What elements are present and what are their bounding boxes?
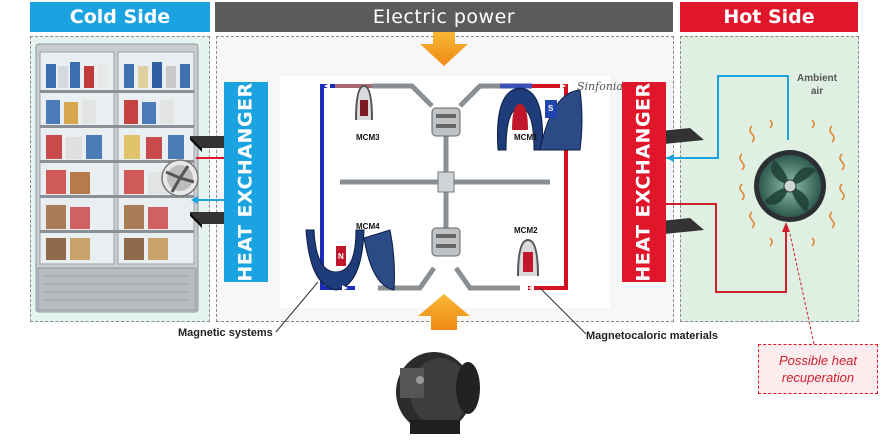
magnetocaloric-materials-callout: Magnetocaloric materials (586, 330, 719, 342)
ambient-air-label-line1: Ambient (797, 73, 837, 84)
ambient-air-label: Ambient air (782, 72, 852, 98)
mcm1-label: MCM1 (514, 133, 538, 142)
motor-input-arrow (418, 294, 470, 330)
ambient-air-fan-icon (739, 119, 845, 247)
cold-side-fan-icon (161, 159, 199, 197)
hot-side-header: Hot Side (680, 2, 858, 32)
hot-heat-exchanger-bar: HEAT EXCHANGER (622, 82, 666, 282)
hot-heat-exchanger-label: HEAT EXCHANGER (633, 82, 656, 282)
electric-power-arrow (420, 32, 468, 66)
magnetic-system-bottom (431, 227, 461, 257)
callout-lines (275, 233, 815, 345)
cold-heat-exchanger-bar: HEAT EXCHANGER (224, 82, 268, 282)
mcm3-label: MCM3 (356, 133, 380, 142)
magnetic-system-top (431, 107, 461, 137)
sinfonia-logo: Sinfonia (577, 80, 623, 93)
heat-recuperation-line2: recuperation (781, 370, 855, 385)
magnetic-system-center (437, 171, 455, 193)
hot-side-flow-lines (656, 75, 790, 293)
mcm3-regenerator (355, 84, 373, 121)
mcm1-regenerator (496, 87, 583, 151)
magnet-pole-n-label: N (338, 252, 344, 261)
ambient-air-label-line2: air (810, 86, 824, 97)
mcm4-regenerator (305, 229, 395, 291)
mcm2-label: MCM2 (514, 226, 538, 235)
electric-power-header: Electric power (215, 2, 673, 32)
electric-motor-icon (396, 352, 480, 434)
heat-recuperation-line1: Possible heat (778, 353, 858, 368)
mcm4-label: MCM4 (356, 222, 380, 231)
mcm2-regenerator (517, 238, 539, 277)
cold-side-header: Cold Side (30, 2, 210, 32)
refrigerator-display-icon (35, 43, 199, 313)
cold-heat-exchanger-label: HEAT EXCHANGER (235, 82, 258, 282)
magnetic-systems-callout: Magnetic systems (178, 327, 273, 339)
magnet-pole-s-label: S (548, 104, 554, 113)
magnetocaloric-circuit (280, 76, 610, 308)
heat-recuperation-note: Possible heat recuperation (758, 344, 878, 394)
